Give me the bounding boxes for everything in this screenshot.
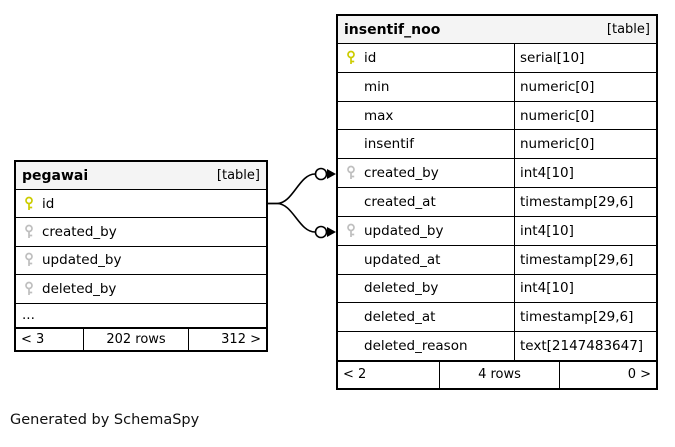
table-header-pegawai[interactable]: pegawai [table] bbox=[16, 162, 266, 190]
table-title: insentif_noo bbox=[344, 21, 441, 38]
column-name: deleted_by bbox=[364, 280, 439, 297]
table-stats-pegawai: < 3 202 rows 312 > bbox=[16, 327, 266, 350]
column-row-id: id serial[10] bbox=[338, 44, 656, 73]
ellipsis-text: ... bbox=[22, 307, 35, 324]
children-count[interactable]: < 3 bbox=[16, 328, 84, 350]
column-name: updated_by bbox=[364, 222, 444, 239]
column-type: numeric[0] bbox=[514, 130, 656, 159]
column-name: deleted_reason bbox=[364, 338, 468, 355]
column-name: id bbox=[364, 49, 377, 66]
column-type: timestamp[29,6] bbox=[514, 303, 656, 332]
column-type: timestamp[29,6] bbox=[514, 188, 656, 216]
column-type: numeric[0] bbox=[514, 72, 656, 101]
foreign-key-icon bbox=[346, 223, 364, 239]
foreign-key-icon bbox=[346, 165, 364, 181]
column-name: min bbox=[364, 78, 390, 95]
column-type: int4[10] bbox=[514, 159, 656, 188]
column-name: deleted_by bbox=[42, 280, 117, 297]
column-row-updated-by: updated_by int4[10] bbox=[338, 216, 656, 246]
primary-key-icon bbox=[24, 196, 42, 212]
table-node-insentif-noo: insentif_noo [table] id serial[10] min n… bbox=[336, 14, 658, 390]
column-name: insentif bbox=[364, 136, 414, 153]
column-type: int4[10] bbox=[514, 274, 656, 303]
primary-key-icon bbox=[346, 50, 364, 66]
column-row-id: id bbox=[16, 190, 266, 219]
column-row-updated-by: updated_by bbox=[16, 246, 266, 276]
column-row-insentif: insentif numeric[0] bbox=[338, 130, 656, 160]
column-name: id bbox=[42, 195, 55, 212]
column-type: numeric[0] bbox=[514, 101, 656, 130]
table-stats-insentif-noo: < 2 4 rows 0 > bbox=[338, 360, 656, 388]
fk-edge-updated-by bbox=[268, 202, 316, 233]
column-name: deleted_at bbox=[364, 309, 436, 326]
column-row-deleted-reason: deleted_reason text[2147483647] bbox=[338, 332, 656, 361]
foreign-key-icon bbox=[24, 252, 42, 268]
column-row-created-by: created_by int4[10] bbox=[338, 159, 656, 189]
column-name: created_by bbox=[364, 165, 439, 182]
column-type: timestamp[29,6] bbox=[514, 245, 656, 274]
column-name: max bbox=[364, 107, 394, 124]
column-row-created-by: created_by bbox=[16, 218, 266, 247]
row-count: 4 rows bbox=[440, 361, 560, 388]
column-type: int4[10] bbox=[514, 216, 656, 245]
column-row-max: max numeric[0] bbox=[338, 101, 656, 131]
columns-ellipsis-row: ... bbox=[16, 303, 266, 328]
fk-edge-circle-updated-by bbox=[314, 225, 328, 239]
column-name: updated_at bbox=[364, 251, 441, 268]
table-type-badge: [table] bbox=[216, 168, 260, 183]
column-type: text[2147483647] bbox=[514, 332, 656, 360]
parents-count[interactable]: 312 > bbox=[221, 331, 261, 347]
column-row-deleted-at: deleted_at timestamp[29,6] bbox=[338, 303, 656, 333]
column-row-updated-at: updated_at timestamp[29,6] bbox=[338, 245, 656, 275]
foreign-key-icon bbox=[24, 281, 42, 297]
column-row-created-at: created_at timestamp[29,6] bbox=[338, 188, 656, 217]
column-row-min: min numeric[0] bbox=[338, 72, 656, 102]
table-node-pegawai: pegawai [table] id created_by bbox=[14, 160, 268, 352]
parents-count[interactable]: 0 > bbox=[627, 367, 651, 383]
column-name: created_by bbox=[42, 224, 117, 241]
children-count[interactable]: < 2 bbox=[338, 361, 440, 388]
fk-edge-arrowhead-created-by bbox=[327, 169, 336, 179]
generator-credit: Generated by SchemaSpy bbox=[10, 412, 200, 428]
fk-edge-arrowhead-updated-by bbox=[327, 227, 336, 237]
fk-edge-created-by bbox=[268, 173, 316, 205]
table-title: pegawai bbox=[22, 167, 89, 184]
column-row-deleted-by: deleted_by int4[10] bbox=[338, 274, 656, 304]
fk-edge-circle-created-by bbox=[314, 167, 328, 181]
table-header-insentif-noo[interactable]: insentif_noo [table] bbox=[338, 16, 656, 44]
column-name: created_at bbox=[364, 193, 436, 210]
column-type: serial[10] bbox=[514, 44, 656, 72]
row-count: 202 rows bbox=[84, 328, 189, 350]
column-row-deleted-by: deleted_by bbox=[16, 275, 266, 304]
column-name: updated_by bbox=[42, 252, 122, 269]
foreign-key-icon bbox=[24, 224, 42, 240]
table-type-badge: [table] bbox=[606, 22, 650, 37]
